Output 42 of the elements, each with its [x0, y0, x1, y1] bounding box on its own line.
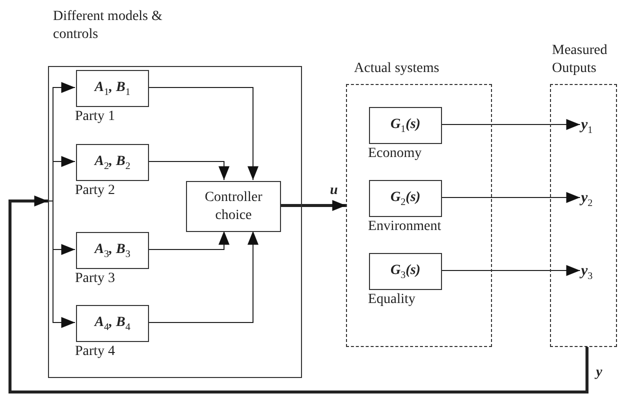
block-diagram-box [76, 144, 149, 181]
output-signal-label: y$_{2}$ [581, 190, 593, 209]
block-diagram-box [369, 180, 442, 217]
arrow [148, 230, 230, 250]
caption-label: Equality [368, 292, 416, 308]
caption-label: Party 2 [75, 183, 116, 199]
caption-label: Party 3 [75, 271, 116, 287]
block-diagram-box [76, 70, 149, 107]
dashed-group-frame [346, 84, 492, 347]
output-signal-label: y$_{3}$ [581, 263, 593, 282]
block-diagram-box [76, 232, 149, 269]
arrow [48, 200, 76, 328]
transfer-label: A$_{2}$, B$_{2}$ [94, 154, 130, 172]
arrow [8, 196, 588, 394]
caption-label: Economy [368, 146, 422, 162]
arrow [440, 192, 580, 203]
transfer-label: A$_{3}$, B$_{3}$ [94, 242, 130, 260]
transfer-label: G$_{3}$(s) [390, 262, 420, 280]
arrow [148, 87, 258, 180]
arrow [280, 200, 346, 211]
group-heading: Measured Outputs [552, 42, 608, 78]
arrow [148, 230, 258, 323]
transfer-label: G$_{2}$(s) [390, 190, 420, 208]
block-diagram-box [76, 305, 149, 342]
caption-label: Party 1 [75, 109, 116, 125]
arrow [440, 119, 580, 130]
caption-label: Environment [368, 219, 442, 235]
box-label: Controller choice [204, 188, 264, 224]
group-heading: Actual systems [354, 60, 440, 78]
block-diagram-box [369, 107, 442, 144]
output-signal-label: y$_{1}$ [581, 117, 593, 136]
transfer-label: A$_{1}$, B$_{1}$ [94, 80, 130, 98]
block-diagram-box [369, 253, 442, 290]
group-frame [48, 66, 302, 378]
process-box [186, 181, 281, 232]
arrow [440, 265, 580, 276]
group-heading: Different models & controls [53, 8, 164, 44]
transfer-label: G$_{1}$(s) [390, 116, 420, 134]
caption-label: Party 4 [75, 344, 116, 360]
arrow [148, 161, 230, 180]
transfer-label: A$_{4}$, B$_{4}$ [94, 314, 130, 332]
dashed-group-frame [550, 84, 617, 347]
